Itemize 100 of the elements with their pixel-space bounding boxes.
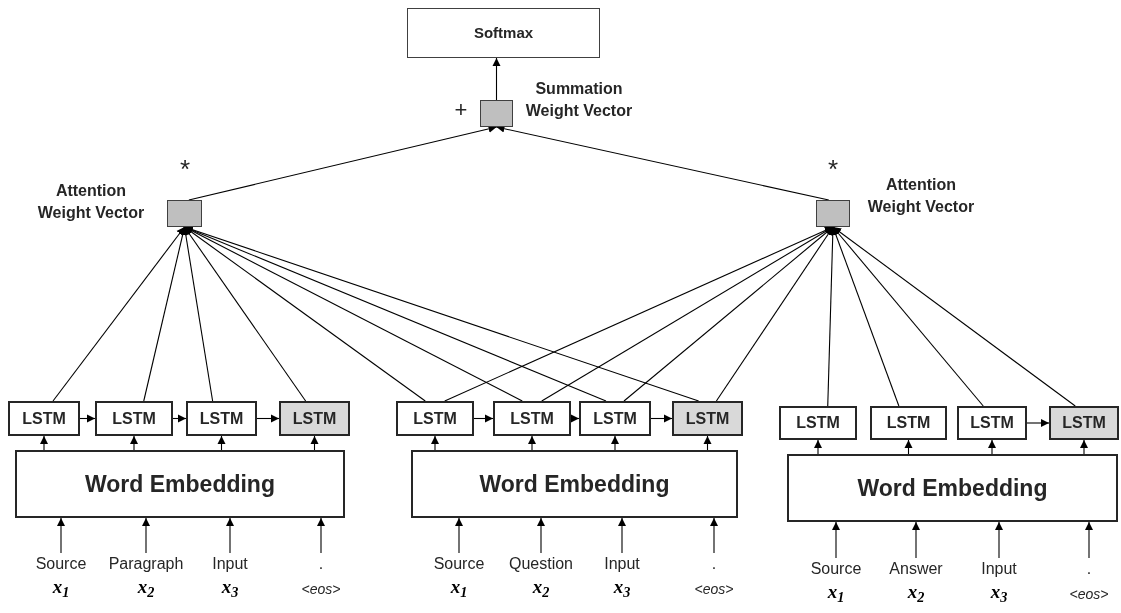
arrow — [317, 517, 325, 554]
math-variable: x$_{3}$ — [221, 575, 239, 599]
arrow — [715, 226, 834, 402]
node-label: LSTM — [510, 408, 554, 429]
arrow — [172, 414, 187, 423]
token-word: . — [711, 554, 717, 574]
arrow — [79, 414, 96, 423]
math-variable: x$_{2}$ — [907, 580, 925, 604]
math-variable: x$_{2}$ — [532, 575, 550, 599]
node-label: Word Embedding — [857, 473, 1048, 503]
embedding-box — [787, 454, 1118, 522]
lstm-box — [279, 401, 350, 436]
token-word: Source — [35, 554, 87, 574]
lstm-box — [396, 401, 474, 436]
lstm-box — [672, 401, 743, 436]
token-word: Source — [433, 554, 485, 574]
node-label: LSTM — [413, 408, 457, 429]
node-label: LSTM — [796, 413, 840, 433]
math-variable: x$_{3}$ — [613, 575, 631, 599]
arrow — [832, 521, 840, 559]
arrow — [310, 435, 319, 451]
node-label: LSTM — [970, 413, 1014, 433]
embedding-box — [411, 450, 738, 518]
arrow — [537, 517, 545, 554]
token-symbol: <eos> — [694, 580, 734, 599]
token-word: . — [318, 554, 324, 574]
embedding-box — [15, 450, 345, 518]
arrow — [611, 435, 619, 451]
arrow — [618, 517, 626, 554]
arrow — [1026, 419, 1050, 427]
node-label: Softmax — [473, 22, 534, 43]
lstm-box — [95, 401, 173, 436]
arrow — [912, 521, 920, 559]
math-variable: x$_{1}$ — [52, 575, 70, 599]
arrow — [1080, 439, 1088, 455]
arrow — [528, 435, 536, 451]
token-symbol: <eos> — [1069, 585, 1109, 604]
arrow — [130, 435, 138, 451]
arrow — [995, 521, 1003, 559]
arrow — [455, 517, 463, 554]
node-caption: Attention Weight Vector — [866, 175, 976, 217]
vector-square — [480, 100, 513, 127]
math-variable: x$_{1}$ — [827, 580, 845, 604]
token-word: Input — [604, 554, 640, 574]
node-caption: Summation Weight Vector — [524, 79, 634, 121]
lstm-box — [957, 406, 1027, 440]
softmax-box — [407, 8, 600, 58]
arrow — [52, 226, 186, 402]
arrow — [57, 517, 65, 554]
arrow — [650, 414, 673, 423]
math-variable: x$_{3}$ — [990, 580, 1008, 604]
asterisk-sign: * — [178, 156, 192, 182]
node-label: LSTM — [1062, 413, 1106, 433]
arrow — [217, 435, 226, 451]
node-caption: Attention Weight Vector — [36, 181, 146, 223]
vector-square — [816, 200, 850, 227]
arrow — [431, 435, 439, 451]
lstm-box — [186, 401, 257, 436]
arrow — [40, 435, 48, 451]
node-label: LSTM — [112, 408, 156, 429]
plus-sign: + — [453, 98, 469, 122]
asterisk-sign: * — [826, 156, 840, 182]
arrow — [1085, 521, 1093, 559]
arrow — [492, 57, 501, 101]
vector-square — [167, 200, 202, 227]
arrow — [570, 414, 580, 423]
arrow — [832, 226, 1076, 407]
lstm-box — [8, 401, 80, 436]
token-word: . — [1086, 559, 1092, 579]
lstm-box — [870, 406, 947, 440]
arrow — [710, 517, 718, 554]
token-word: Source — [810, 559, 862, 579]
token-word: Question — [508, 554, 573, 574]
lstm-box — [779, 406, 857, 440]
node-label: LSTM — [685, 408, 730, 429]
lstm-box — [579, 401, 651, 436]
node-label: LSTM — [22, 408, 66, 429]
math-variable: x$_{2}$ — [137, 575, 155, 599]
arrow — [703, 435, 712, 451]
node-label: LSTM — [292, 408, 337, 429]
lstm-box — [493, 401, 571, 436]
token-word: Input — [212, 554, 248, 574]
token-word: Answer — [889, 559, 943, 579]
token-word: Paragraph — [108, 554, 184, 574]
token-word: Input — [981, 559, 1017, 579]
node-label: Word Embedding — [479, 469, 670, 499]
lstm-box — [1049, 406, 1119, 440]
node-label: LSTM — [886, 413, 931, 433]
node-label: Word Embedding — [85, 469, 275, 499]
node-label: LSTM — [199, 408, 244, 429]
arrow — [988, 439, 996, 455]
node-label: LSTM — [593, 408, 637, 429]
arrow — [473, 414, 494, 423]
token-symbol: <eos> — [301, 580, 341, 599]
arrow — [142, 517, 150, 554]
arrow — [226, 517, 234, 554]
arrow — [814, 439, 822, 455]
arrow — [904, 439, 913, 455]
arrow — [256, 414, 280, 423]
math-variable: x$_{1}$ — [450, 575, 468, 599]
